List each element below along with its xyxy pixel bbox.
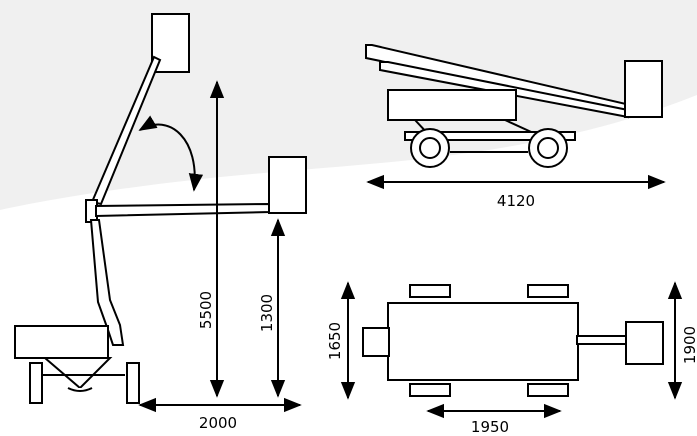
plan-wheel-4 <box>527 383 569 397</box>
plan-basket <box>625 321 664 365</box>
turntable-base <box>67 387 93 392</box>
turntable <box>42 357 113 390</box>
rotation-arrow-icon <box>138 115 204 192</box>
plan-wheel-3 <box>409 383 451 397</box>
rear-wheel <box>126 362 140 404</box>
dim-label-1300: 1300 <box>258 294 276 332</box>
stowed-rear-hub <box>537 137 559 159</box>
lower-boom <box>89 219 125 346</box>
plan-view: 1650 1900 1950 <box>326 281 697 436</box>
jib-boom <box>95 202 271 218</box>
dim-label-1650: 1650 <box>326 322 344 360</box>
stowed-body <box>387 89 517 121</box>
upper-boom <box>90 55 162 206</box>
chassis-body <box>14 325 109 359</box>
plan-counterweight <box>362 327 390 357</box>
dim-label-2000: 2000 <box>199 414 237 432</box>
stowed-chassis <box>404 131 576 141</box>
plan-wheel-1 <box>409 284 451 298</box>
stowed-basket <box>624 60 663 118</box>
stowed-front-hub <box>419 137 441 159</box>
lower-basket <box>268 156 307 214</box>
plan-wheel-2 <box>527 284 569 298</box>
plan-chassis <box>387 302 579 381</box>
dim-label-5500: 5500 <box>197 291 215 329</box>
dim-label-1950: 1950 <box>471 418 509 436</box>
stowed-view: 4120 <box>365 44 666 210</box>
dim-label-4120: 4120 <box>497 192 535 210</box>
side-view: 5500 1300 2000 <box>14 13 307 432</box>
front-wheel <box>29 362 43 404</box>
plan-boom <box>576 335 628 345</box>
dim-label-1900: 1900 <box>681 326 697 364</box>
